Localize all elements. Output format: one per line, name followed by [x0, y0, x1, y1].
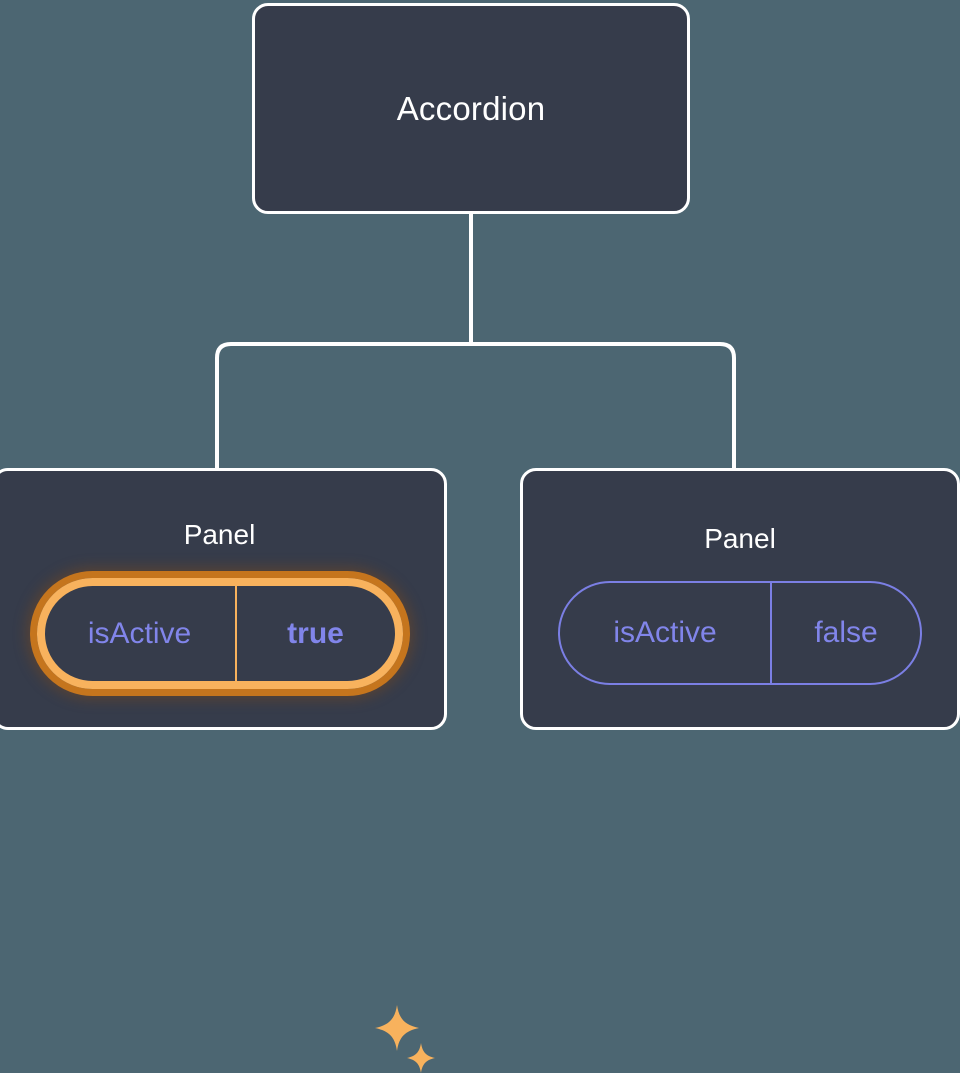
- prop-divider: [234, 586, 237, 681]
- prop-pill-plain[interactable]: isActive false: [558, 581, 922, 685]
- sparkle-small-icon: [407, 1043, 435, 1073]
- prop-pill-highlighted[interactable]: isActive true: [29, 571, 410, 696]
- node-accordion-label: Accordion: [396, 90, 546, 127]
- prop-value-true: true: [287, 616, 344, 650]
- prop-value-false: false: [814, 616, 878, 649]
- node-accordion[interactable]: Accordion: [252, 3, 690, 214]
- node-panel-active[interactable]: Panel isActive true: [0, 468, 447, 1073]
- prop-pill-glow-ring: [29, 571, 410, 696]
- node-panel-inactive[interactable]: Panel isActive false: [520, 468, 960, 730]
- prop-key-isactive: isActive: [87, 616, 192, 650]
- prop-key-isactive: isActive: [613, 616, 717, 649]
- diagram-canvas: Accordion Panel isActive true Panel isAc…: [0, 3, 960, 1073]
- node-panel-inactive-label: Panel: [704, 523, 776, 554]
- node-panel-active-label: Panel: [183, 519, 256, 550]
- prop-pill-accent-ring: [36, 578, 403, 689]
- sparkle-large-icon: [375, 1005, 419, 1051]
- connector-branch-bar: [215, 342, 736, 470]
- prop-pill-content: isActive true: [45, 586, 395, 681]
- prop-divider: [770, 583, 772, 683]
